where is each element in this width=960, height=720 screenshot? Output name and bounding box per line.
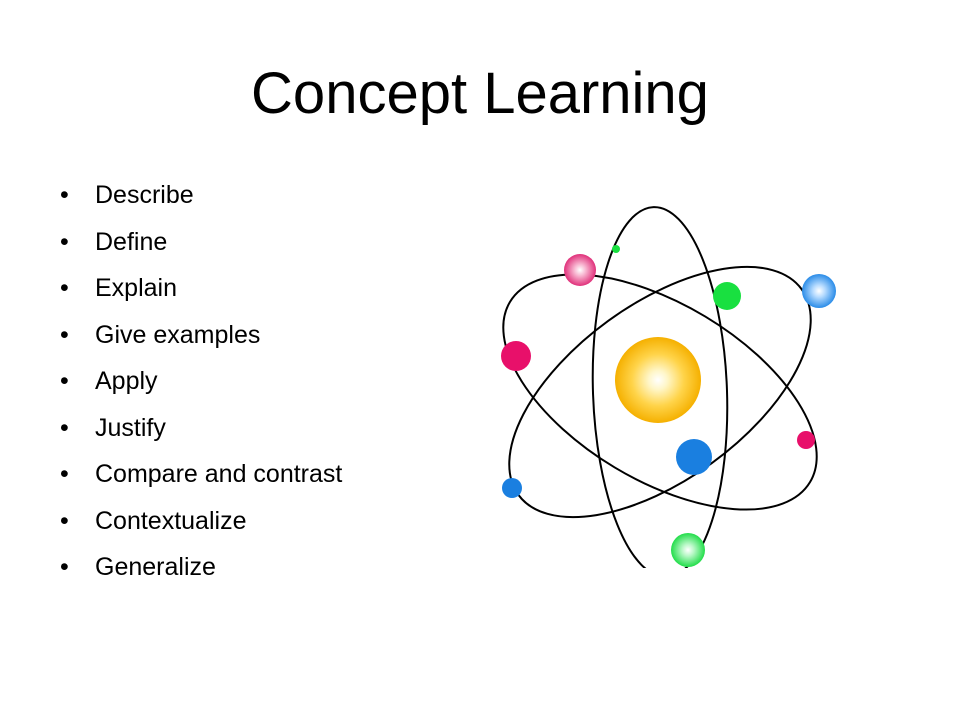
orbit-ring [502, 273, 818, 511]
bullet-item: Generalize [60, 544, 342, 591]
bullet-list: Describe Define Explain Give examples Ap… [60, 172, 342, 591]
electron-blue [502, 478, 522, 498]
slide-title: Concept Learning [251, 61, 709, 126]
electron-pink [797, 431, 815, 449]
bullet-item: Contextualize [60, 498, 342, 545]
bullet-item: Define [60, 219, 342, 266]
electron-green [612, 245, 620, 253]
electron-pink [564, 254, 596, 286]
bullet-item: Justify [60, 405, 342, 452]
bullet-item: Describe [60, 172, 342, 219]
electron-green [671, 533, 705, 567]
electron-green [713, 282, 741, 310]
electron-pink [501, 341, 531, 371]
bullet-item: Compare and contrast [60, 451, 342, 498]
bullet-item: Give examples [60, 312, 342, 359]
electron-blue [802, 274, 836, 308]
electron-blue [676, 439, 712, 475]
nucleus [615, 337, 701, 423]
bullet-item: Explain [60, 265, 342, 312]
orbit-ring [591, 206, 729, 568]
bullet-item: Apply [60, 358, 342, 405]
atom-icon [501, 206, 836, 568]
